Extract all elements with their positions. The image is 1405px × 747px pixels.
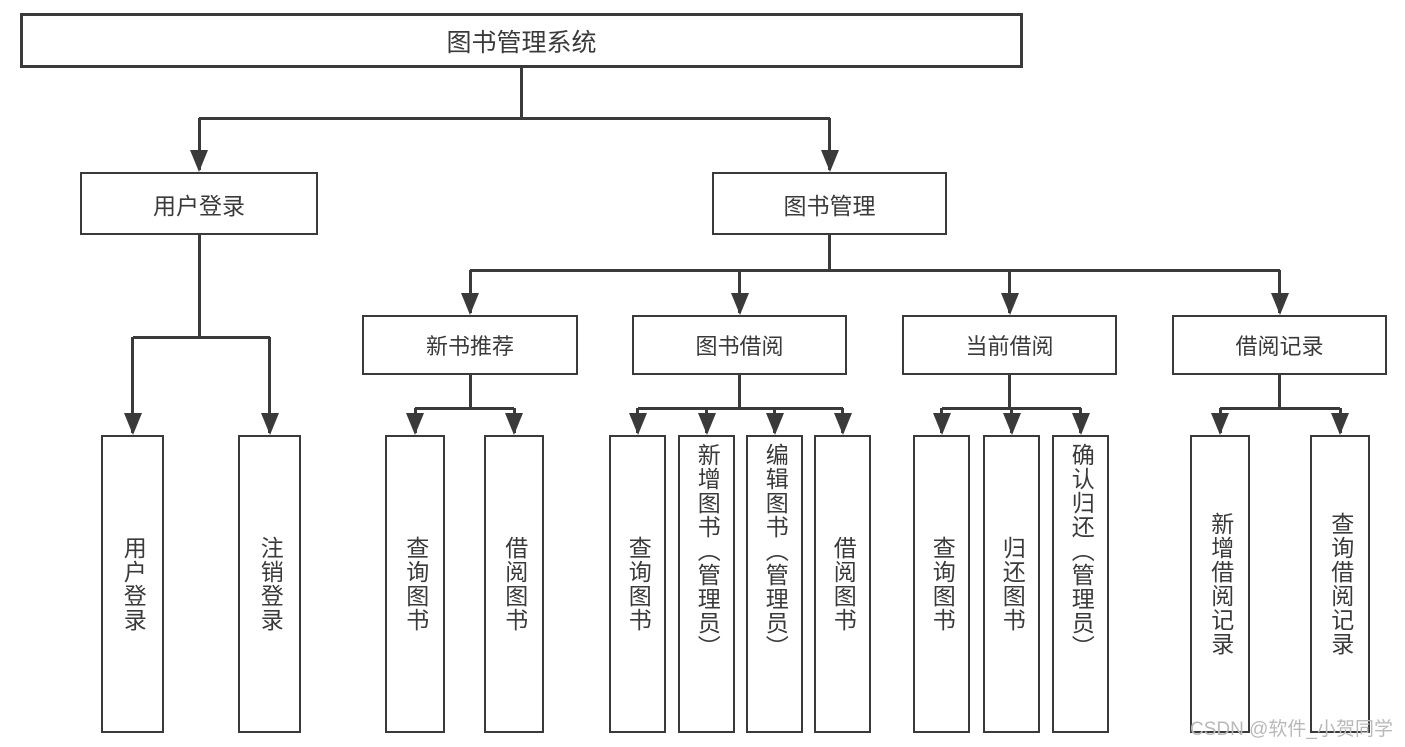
level2-node-4-label: 借阅记录 bbox=[1235, 334, 1324, 359]
arrowhead-to-leaf-10 bbox=[1002, 413, 1021, 435]
arrowhead-to-leaf-9 bbox=[932, 413, 951, 435]
edge-借阅记录-stem bbox=[1278, 375, 1281, 408]
leaf-node-2-label: 注销登录 bbox=[257, 536, 284, 632]
edge-root-to-level1-2 bbox=[828, 118, 831, 170]
edge-level1-to-level2-4 bbox=[1278, 270, 1281, 313]
arrowhead-level1-to-level2-1 bbox=[461, 293, 479, 315]
leaf-node-10-label: 归还图书 bbox=[999, 536, 1026, 632]
level2-node-4[interactable]: 借阅记录 bbox=[1172, 315, 1387, 375]
edge-用户登录-stem bbox=[197, 235, 201, 337]
arrowhead-to-leaf-11 bbox=[1071, 413, 1090, 435]
arrowhead-level1-to-level2-2 bbox=[730, 293, 749, 315]
leaf-node-5[interactable]: 查询图书 bbox=[609, 435, 666, 733]
leaf-node-11[interactable]: 确认归还（管理员） bbox=[1052, 435, 1109, 733]
root-node-book-management-system[interactable]: 图书管理系统 bbox=[20, 13, 1023, 68]
level2-node-3-label: 当前借阅 bbox=[965, 334, 1054, 359]
edge-当前借阅-stem bbox=[1008, 375, 1011, 408]
leaf-node-4[interactable]: 借阅图书 bbox=[484, 435, 544, 733]
edge-to-leaf-1 bbox=[131, 337, 134, 433]
arrowhead-to-leaf-3 bbox=[406, 413, 424, 435]
arrowhead-root-to-level1-1 bbox=[190, 150, 208, 172]
leaf-node-4-label: 借阅图书 bbox=[501, 536, 528, 632]
level2-node-1-label: 新书推荐 bbox=[425, 334, 514, 359]
leaf-node-3[interactable]: 查询图书 bbox=[385, 435, 445, 733]
edge-level1-to-level2-2 bbox=[738, 270, 741, 313]
csdn-watermark: CSDN @软件_小贺同学 bbox=[1190, 719, 1393, 740]
edge-level1-2-stem bbox=[828, 235, 831, 270]
leaf-node-13-label: 查询借阅记录 bbox=[1327, 512, 1354, 656]
edge-level1-2-bar bbox=[470, 268, 1280, 272]
leaf-node-13[interactable]: 查询借阅记录 bbox=[1310, 435, 1370, 733]
leaf-node-2[interactable]: 注销登录 bbox=[238, 435, 301, 733]
edge-level1-to-level2-1 bbox=[468, 270, 472, 313]
arrowhead-to-leaf-12 bbox=[1211, 413, 1229, 435]
arrowhead-to-leaf-5 bbox=[628, 413, 647, 435]
leaf-node-3-label: 查询图书 bbox=[402, 536, 429, 632]
level2-node-2-label: 图书借阅 bbox=[695, 334, 784, 359]
arrowhead-level1-to-level2-3 bbox=[1000, 293, 1019, 315]
leaf-node-7-label: 编辑图书（管理员） bbox=[762, 443, 789, 659]
leaf-node-5-label: 查询图书 bbox=[625, 536, 652, 632]
leaf-node-7[interactable]: 编辑图书（管理员） bbox=[746, 435, 803, 733]
edge-level1-to-level2-3 bbox=[1008, 270, 1011, 313]
edge-root-bar bbox=[199, 116, 830, 120]
edge-借阅记录-bar bbox=[1220, 406, 1340, 410]
arrowhead-to-leaf-6 bbox=[697, 413, 716, 435]
level1-node-1-label: 用户登录 bbox=[153, 192, 245, 219]
arrowhead-to-leaf-13 bbox=[1331, 413, 1349, 435]
leaf-node-8[interactable]: 借阅图书 bbox=[814, 435, 871, 733]
leaf-node-10[interactable]: 归还图书 bbox=[983, 435, 1040, 733]
leaf-node-9[interactable]: 查询图书 bbox=[913, 435, 970, 733]
edge-图书借阅-bar bbox=[637, 406, 843, 410]
edge-用户登录-bar bbox=[132, 335, 270, 339]
arrowhead-to-leaf-1 bbox=[123, 413, 142, 435]
arrowhead-to-leaf-8 bbox=[833, 413, 852, 435]
level2-node-1[interactable]: 新书推荐 bbox=[362, 315, 578, 375]
arrowhead-root-to-level1-2 bbox=[820, 150, 839, 172]
level2-node-3[interactable]: 当前借阅 bbox=[902, 315, 1117, 375]
leaf-node-12-label: 新增借阅记录 bbox=[1207, 512, 1234, 656]
leaf-node-8-label: 借阅图书 bbox=[830, 536, 857, 632]
leaf-node-11-label: 确认归还（管理员） bbox=[1068, 443, 1095, 659]
leaf-node-6-label: 新增图书（管理员） bbox=[694, 443, 721, 659]
arrowhead-level1-to-level2-4 bbox=[1270, 293, 1289, 315]
leaf-node-9-label: 查询图书 bbox=[929, 536, 956, 632]
level1-node-2[interactable]: 图书管理 bbox=[712, 172, 947, 235]
edge-图书借阅-stem bbox=[738, 375, 741, 408]
root-node-book-management-system-label: 图书管理系统 bbox=[446, 28, 597, 57]
edge-to-leaf-2 bbox=[268, 337, 271, 433]
edge-root-stem bbox=[520, 68, 523, 118]
leaf-node-1-label: 用户登录 bbox=[120, 536, 147, 632]
leaf-node-12[interactable]: 新增借阅记录 bbox=[1190, 435, 1250, 733]
arrowhead-to-leaf-4 bbox=[505, 413, 523, 435]
leaf-node-6[interactable]: 新增图书（管理员） bbox=[678, 435, 735, 733]
edge-root-to-level1-1 bbox=[197, 118, 201, 170]
arrowhead-to-leaf-7 bbox=[765, 413, 784, 435]
level2-node-2[interactable]: 图书借阅 bbox=[632, 315, 847, 375]
edge-新书推荐-bar bbox=[415, 406, 514, 410]
level1-node-2-label: 图书管理 bbox=[783, 192, 876, 219]
leaf-node-1[interactable]: 用户登录 bbox=[101, 435, 164, 733]
arrowhead-to-leaf-2 bbox=[260, 413, 279, 435]
edge-新书推荐-stem bbox=[468, 375, 472, 408]
level1-node-1[interactable]: 用户登录 bbox=[80, 172, 318, 235]
